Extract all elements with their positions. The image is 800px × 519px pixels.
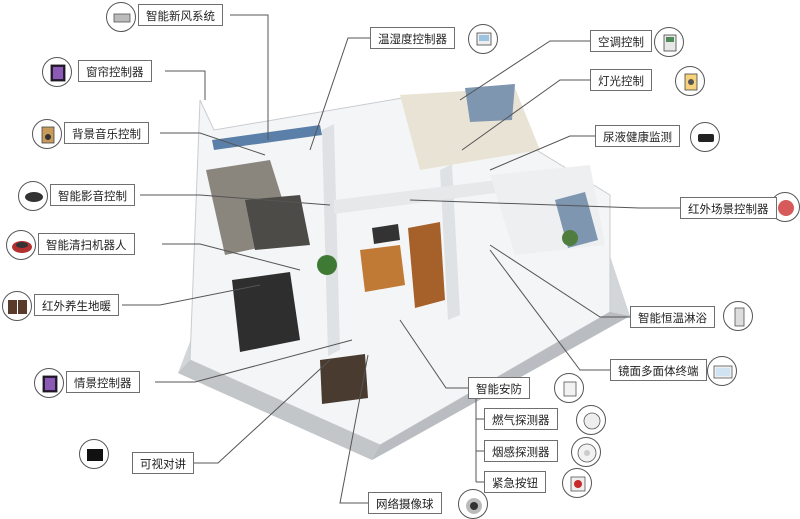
label-gas: 燃气探测器 [484, 408, 558, 430]
leader-curtain [165, 70, 206, 100]
label-aircon: 空调控制 [590, 30, 652, 52]
leader-av [140, 194, 331, 206]
leader-light [461, 79, 590, 151]
gas-detector-icon [576, 405, 606, 435]
label-security: 智能安防 [468, 377, 530, 399]
label-ir-scene: 红外场景控制器 [680, 197, 777, 219]
leader-mirror [489, 249, 610, 371]
window-bedroom [465, 84, 515, 122]
shower-icon [723, 301, 753, 331]
leader-floor-heat [122, 284, 261, 306]
label-intercom: 可视对讲 [132, 452, 194, 474]
leader-humidity [309, 37, 370, 151]
label-light: 灯光控制 [590, 69, 652, 91]
humidity-icon [468, 24, 498, 54]
rug [245, 195, 310, 250]
label-mirror: 镜面多面体终端 [610, 359, 707, 381]
leader-intercom [190, 359, 331, 464]
label-curtain: 窗帘控制器 [78, 60, 152, 82]
label-fresh-air: 智能新风系统 [138, 4, 223, 26]
leader-shower [489, 244, 630, 318]
intercom-icon [79, 439, 109, 469]
leader-camera [339, 354, 369, 504]
av-icon [18, 181, 48, 211]
front-wall-left [178, 360, 380, 460]
urine-icon [690, 122, 720, 152]
plant [317, 255, 337, 275]
label-humidity: 温湿度控制器 [370, 27, 455, 49]
robot-icon [6, 230, 36, 260]
label-music: 背景音乐控制 [64, 122, 149, 144]
light-icon [675, 66, 705, 96]
leader-lines [122, 14, 680, 504]
plant-bath [562, 230, 578, 246]
floor-heat-icon [2, 291, 32, 321]
label-robot: 智能清扫机器人 [38, 233, 135, 255]
leader-aircon [459, 40, 590, 101]
label-scene: 情景控制器 [66, 371, 140, 393]
leader-urine [489, 135, 595, 171]
window-living [212, 125, 322, 150]
mirror-icon [707, 356, 737, 386]
fresh-air-icon [106, 2, 136, 32]
leader-music [160, 132, 266, 156]
label-smoke: 烟感探测器 [484, 440, 558, 462]
range-hood [372, 224, 400, 244]
kitchen-cabinet [408, 222, 445, 308]
emergency-button-icon [562, 468, 592, 498]
dining-table [232, 272, 300, 352]
leader-fresh-air [230, 14, 269, 140]
security-icon [554, 373, 584, 403]
label-floor-heat: 红外养生地暖 [34, 294, 119, 316]
label-emergency: 紧急按钮 [484, 471, 546, 493]
curtain-icon [42, 57, 72, 87]
front-door [320, 354, 368, 404]
scene-icon [34, 368, 64, 398]
label-camera: 网络摄像球 [368, 492, 442, 514]
label-shower: 智能恒温淋浴 [630, 306, 715, 328]
aircon-icon [654, 27, 684, 57]
leader-ir-scene [409, 199, 680, 209]
leader-robot [162, 243, 301, 271]
leader-scene [155, 339, 353, 383]
smoke-detector-icon [571, 437, 601, 467]
music-icon [32, 119, 62, 149]
leader-security [399, 319, 468, 389]
wall-divider-1 [322, 124, 340, 356]
label-urine: 尿液健康监测 [595, 125, 680, 147]
camera-icon [458, 489, 488, 519]
wall-divider-2 [440, 164, 460, 320]
kitchen-counter [360, 245, 405, 292]
label-av: 智能影音控制 [50, 184, 135, 206]
